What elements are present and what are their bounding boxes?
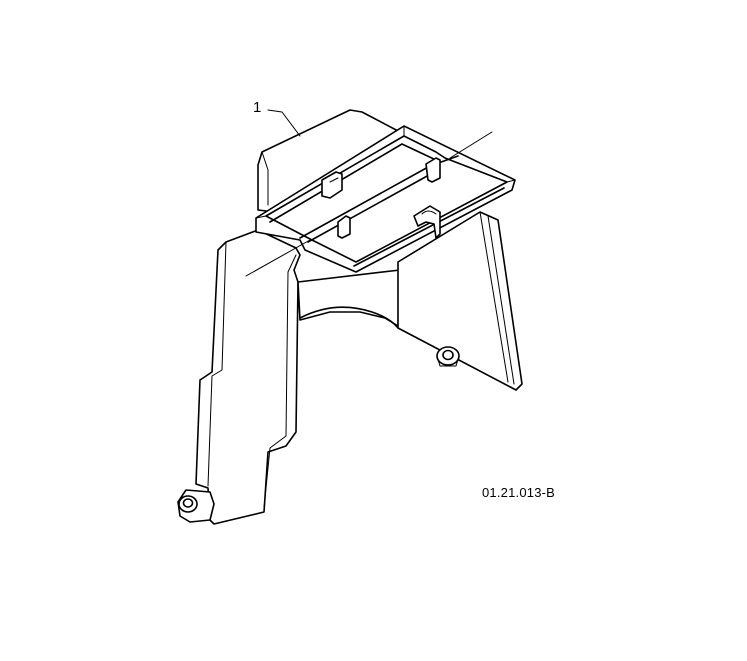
- tray-tab-upper: [321, 171, 343, 199]
- callout-leader-line: [267, 109, 301, 137]
- screw-icon: [177, 489, 215, 523]
- tray-tab-middle: [425, 157, 441, 183]
- bracket-body: [195, 229, 301, 525]
- center-axis-line: [245, 131, 493, 277]
- right-side-panel: [397, 211, 523, 391]
- part-callout-number: 1: [253, 99, 262, 116]
- drawing-reference-code: 01.21.013-B: [482, 485, 556, 500]
- arch-cavity: [297, 269, 401, 329]
- tray-tab-right: [413, 205, 441, 239]
- tray-frame: [255, 125, 516, 273]
- screw-icon: [436, 346, 460, 367]
- tray-tab-left: [337, 215, 351, 239]
